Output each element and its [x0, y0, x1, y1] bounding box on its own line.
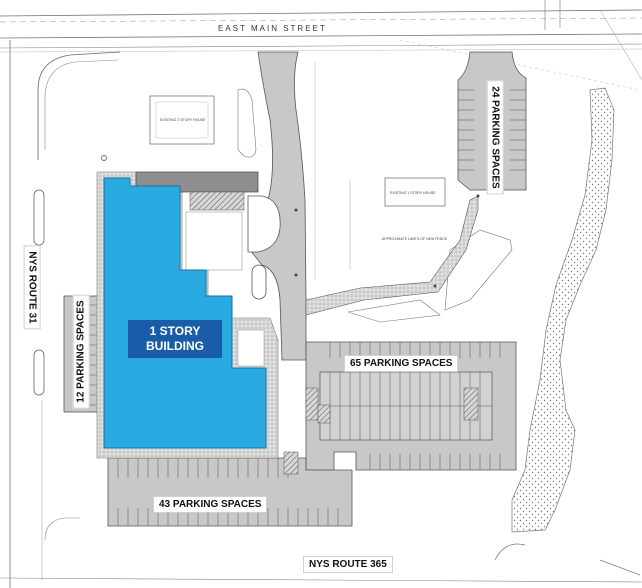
nys-route-31: [9, 40, 121, 588]
parking-label-northeast: 24 PARKING SPACES: [486, 80, 504, 195]
nys-route-365: [0, 517, 642, 583]
building-footprint: [103, 177, 267, 449]
east-main-street: EAST MAIN STREET: [0, 0, 642, 91]
street-label-west: NYS ROUTE 31: [23, 245, 41, 330]
existing-house-a: EXISTING 2 STORY HOUSE: [149, 88, 257, 158]
existing-house-b: EXISTING 1 STORY HOUSE APPROXIMATE LIMIT…: [314, 62, 448, 280]
existing-house-b-label: EXISTING 1 STORY HOUSE: [390, 191, 436, 195]
building-label-line2: BUILDING: [146, 339, 204, 353]
parking-label-west: 12 PARKING SPACES: [72, 294, 90, 409]
building-label-line1: 1 STORY: [149, 324, 201, 338]
parking-lot-east: [305, 341, 517, 471]
building-label: 1 STORY BUILDING: [128, 320, 222, 358]
existing-house-a-label: EXISTING 2 STORY HOUSE: [160, 118, 206, 122]
fence-label: APPROXIMATE LIMITS OF NEW FENCE: [382, 237, 448, 241]
street-name-north: EAST MAIN STREET: [218, 24, 327, 33]
parking-label-east: 65 PARKING SPACES: [344, 355, 459, 372]
parking-label-south: 43 PARKING SPACES: [153, 496, 268, 513]
street-label-south: NYS ROUTE 365: [303, 556, 393, 573]
landscape-strip: [511, 87, 615, 533]
